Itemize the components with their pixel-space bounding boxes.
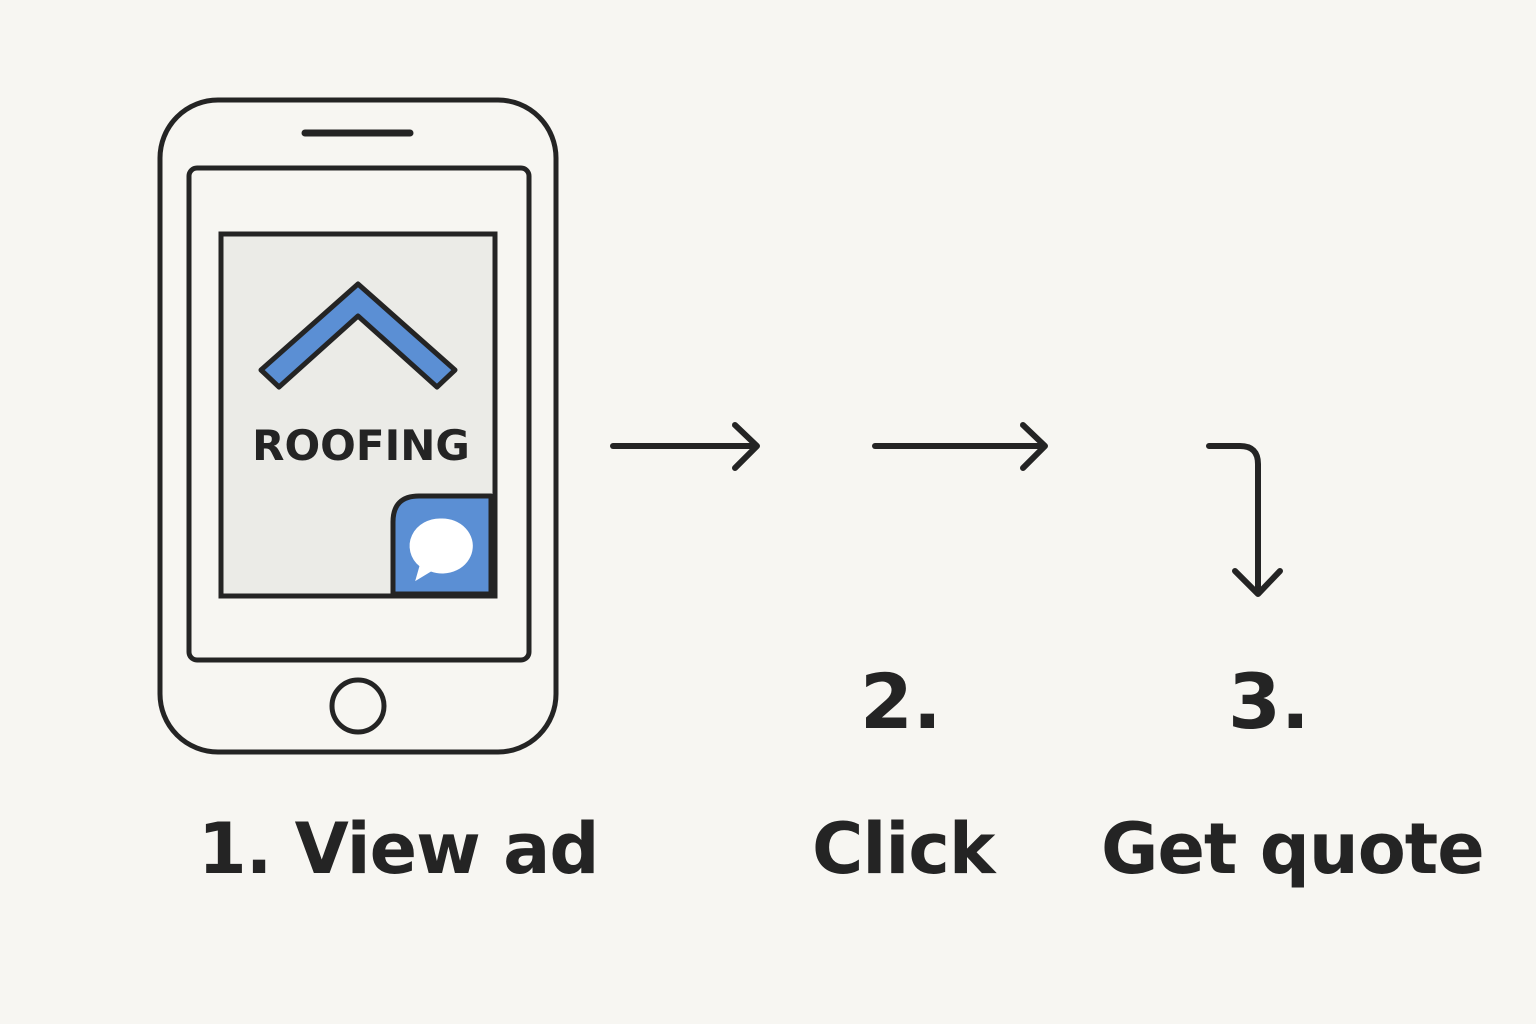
ad-title: ROOFING xyxy=(252,421,470,470)
step-2-label: Click xyxy=(812,808,995,890)
chat-bubble-icon xyxy=(409,518,473,582)
step-3-number: 3. xyxy=(1228,657,1310,746)
arrow-right-icon xyxy=(610,422,760,471)
roof-icon xyxy=(258,281,458,390)
step-2-number: 2. xyxy=(860,657,942,746)
ad-panel xyxy=(218,231,498,599)
arrow-right-icon xyxy=(872,422,1048,471)
phone-icon xyxy=(157,97,559,755)
phone-screen xyxy=(186,165,532,663)
arrow-turn-down-icon xyxy=(1206,443,1283,597)
phone-home-button xyxy=(329,677,387,735)
step-3-label: Get quote xyxy=(1101,808,1485,890)
step-1-label: 1. View ad xyxy=(198,808,599,890)
phone-body xyxy=(157,97,559,755)
